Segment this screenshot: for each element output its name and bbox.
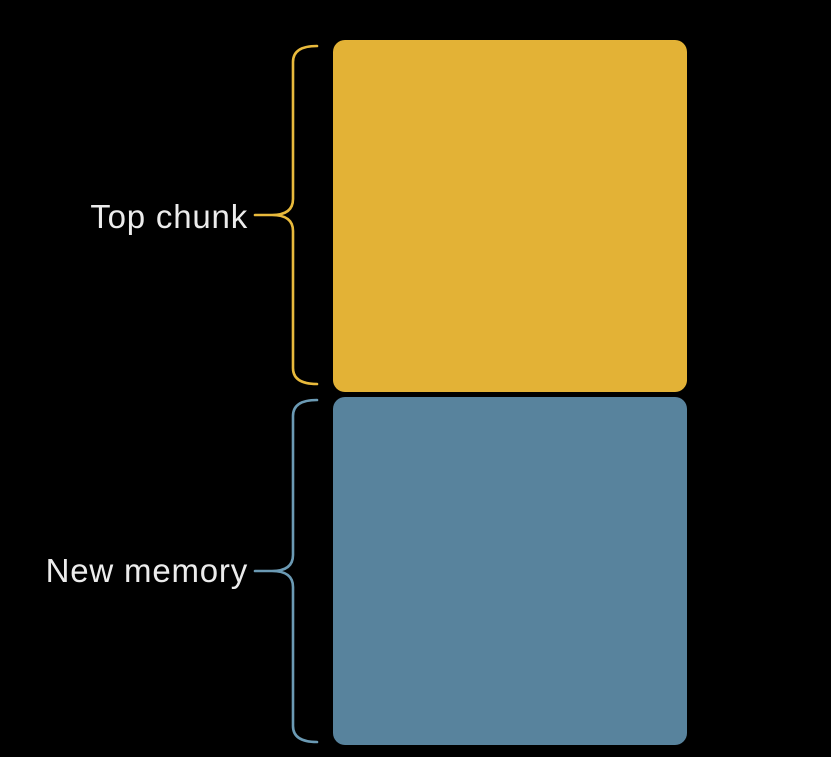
new-memory-label: New memory [45,552,248,589]
new-memory-block [333,397,687,745]
top-chunk-label: Top chunk [90,198,248,235]
new-memory-brace-icon [253,398,319,744]
top-chunk-block [333,40,687,392]
top-chunk-brace-icon [253,44,319,386]
